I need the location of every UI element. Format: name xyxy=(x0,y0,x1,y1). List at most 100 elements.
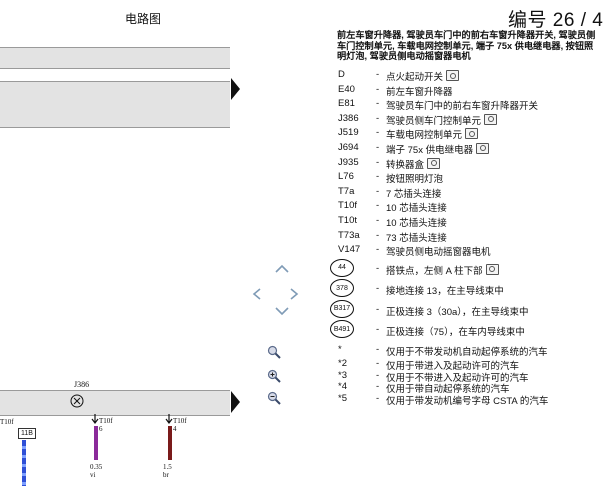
ground-connection-badge: 378 xyxy=(330,279,354,298)
legend-item: T73a - 73 芯插头连接 xyxy=(338,229,606,244)
legend-text: 按钮照明灯泡 xyxy=(386,174,444,186)
legend-dash: - xyxy=(376,214,380,226)
legend-item: E81 - 驾驶员车门中的前右车窗升降器开关 xyxy=(338,97,606,112)
note-item: *2 - 仅用于带进入及起动许可的汽车 xyxy=(338,357,606,373)
legend-code: V147 xyxy=(338,244,361,256)
camera-icon[interactable] xyxy=(484,113,498,125)
zoom-in-icon[interactable] xyxy=(267,369,281,383)
note-text: 仅用于带发动机编号字母 CSTA 的汽车 xyxy=(386,395,549,407)
legend-item: J694 - 端子 75x 供电继电器 xyxy=(338,141,606,156)
legend-code: D xyxy=(338,69,345,80)
legend-text: 端子 75x 供电继电器 xyxy=(386,142,490,156)
legend-dash: - xyxy=(376,262,380,274)
note-code: * xyxy=(338,343,342,355)
legend-code: J935 xyxy=(338,156,359,168)
legend-item: V147 - 驾驶员侧电动摇窗器电机 xyxy=(338,243,606,258)
legend-dash: - xyxy=(376,303,380,315)
legend-item: J519 - 车载电网控制单元 xyxy=(338,126,606,141)
legend-code: E40 xyxy=(338,83,355,95)
chevron-left-icon[interactable] xyxy=(250,287,264,301)
legend-dash: - xyxy=(376,324,380,336)
legend-text: 正极连接（75），在车内导线束中 xyxy=(386,327,525,339)
ground-point-badge: 44 xyxy=(330,258,354,277)
legend-item: 378 - 接地连接 13，在主导线束中 xyxy=(330,279,606,299)
legend-dash: - xyxy=(376,381,380,393)
legend-dash: - xyxy=(376,343,380,355)
diagram-band xyxy=(0,81,230,128)
component-label: J386 xyxy=(74,380,90,389)
legend-item: J935 - 转换器盒 xyxy=(338,156,606,171)
legend-text: 驾驶员车门中的前右车窗升降器开关 xyxy=(386,101,539,113)
legend-dash: - xyxy=(376,141,380,153)
legend-code: E81 xyxy=(338,98,355,110)
chevron-down-icon[interactable] xyxy=(274,305,290,317)
note-code: *5 xyxy=(338,392,347,404)
legend-dash: - xyxy=(376,98,380,110)
legend-item: E40 - 前左车窗升降器 xyxy=(338,83,606,98)
legend-text: 搭铁点，左侧 A 柱下部 xyxy=(386,263,499,277)
wire-left xyxy=(22,440,26,486)
page-next-arrow[interactable] xyxy=(231,78,240,100)
legend-code: J386 xyxy=(338,112,359,124)
legend-text: 10 芯插头连接 xyxy=(386,217,447,229)
note-item: *3 - 仅用于不带进入及起动许可的汽车 xyxy=(338,369,606,384)
legend-code: L76 xyxy=(338,171,354,183)
note-text: 仅用于带进入及起动许可的汽车 xyxy=(386,361,520,373)
legend-text: 驾驶员侧车门控制单元 xyxy=(386,113,498,127)
diagram-description: 前左车窗升降器, 驾驶员车门中的前右车窗升降器开关, 驾驶员侧车门控制单元, 车… xyxy=(337,30,596,61)
page-number: 编号 26 / 4 xyxy=(508,10,604,31)
legend-dash: - xyxy=(376,156,380,168)
note-item: *5 - 仅用于带发动机编号字母 CSTA 的汽车 xyxy=(338,392,606,407)
legend-dash: - xyxy=(376,369,380,381)
legend-dash: - xyxy=(376,392,380,404)
legend-dash: - xyxy=(376,229,380,241)
note-item: * - 仅用于不带发动机自动起停系统的汽车 xyxy=(338,343,606,358)
camera-icon[interactable] xyxy=(476,142,490,154)
legend-text: 车载电网控制单元 xyxy=(386,127,479,141)
positive-connection-badge: B317 xyxy=(330,299,354,318)
legend-item: T10t - 10 芯插头连接 xyxy=(338,214,606,229)
camera-icon[interactable] xyxy=(485,263,499,275)
legend-item: D - 点火起动开关 xyxy=(338,68,606,83)
legend-dash: - xyxy=(376,244,380,256)
legend-dash: - xyxy=(376,283,380,295)
legend-dash: - xyxy=(376,358,380,370)
camera-icon[interactable] xyxy=(446,70,460,81)
connector-label: T10f xyxy=(0,418,14,426)
camera-icon[interactable] xyxy=(427,157,441,169)
legend-text: 驾驶员侧电动摇窗器电机 xyxy=(386,247,491,259)
legend-item: T10f - 10 芯插头连接 xyxy=(338,199,606,214)
zoom-fit-icon[interactable] xyxy=(267,345,281,359)
legend-text: 接地连接 13，在主导线束中 xyxy=(386,286,504,298)
note-code: *4 xyxy=(338,381,347,393)
camera-icon[interactable] xyxy=(465,128,479,140)
chevron-right-icon[interactable] xyxy=(287,287,301,301)
legend-text: 7 芯插头连接 xyxy=(386,188,442,200)
legend-dash: - xyxy=(376,69,380,80)
legend-dash: - xyxy=(376,112,380,124)
note-code: *2 xyxy=(338,358,347,370)
legend-list: D - 点火起动开关 E40 - 前左车窗升降器 E81 - 驾驶员车门中的前右… xyxy=(330,68,606,407)
legend-text: 73 芯插头连接 xyxy=(386,232,447,244)
legend-item: B317 - 正极连接 3（30a），在主导线束中 xyxy=(330,299,606,320)
legend-code: T7a xyxy=(338,185,355,197)
legend-code: J519 xyxy=(338,127,359,139)
legend-code: T73a xyxy=(338,229,360,241)
legend-item: L76 - 按钮照明灯泡 xyxy=(338,170,606,185)
page-next-arrow[interactable] xyxy=(231,391,240,413)
legend-code: J694 xyxy=(338,141,359,153)
positive-connection-badge: B491 xyxy=(330,320,354,339)
legend-item: 44 - 搭铁点，左侧 A 柱下部 xyxy=(330,258,606,279)
legend-code: T10t xyxy=(338,214,358,226)
component-j386-band xyxy=(0,390,230,416)
connector-pin-icon xyxy=(91,414,99,424)
diagram-band xyxy=(0,47,230,69)
chevron-up-icon[interactable] xyxy=(274,262,290,274)
legend-code: T10f xyxy=(338,200,358,212)
note-text: 仅用于不带发动机自动起停系统的汽车 xyxy=(386,346,548,358)
zoom-out-icon[interactable] xyxy=(267,391,281,405)
